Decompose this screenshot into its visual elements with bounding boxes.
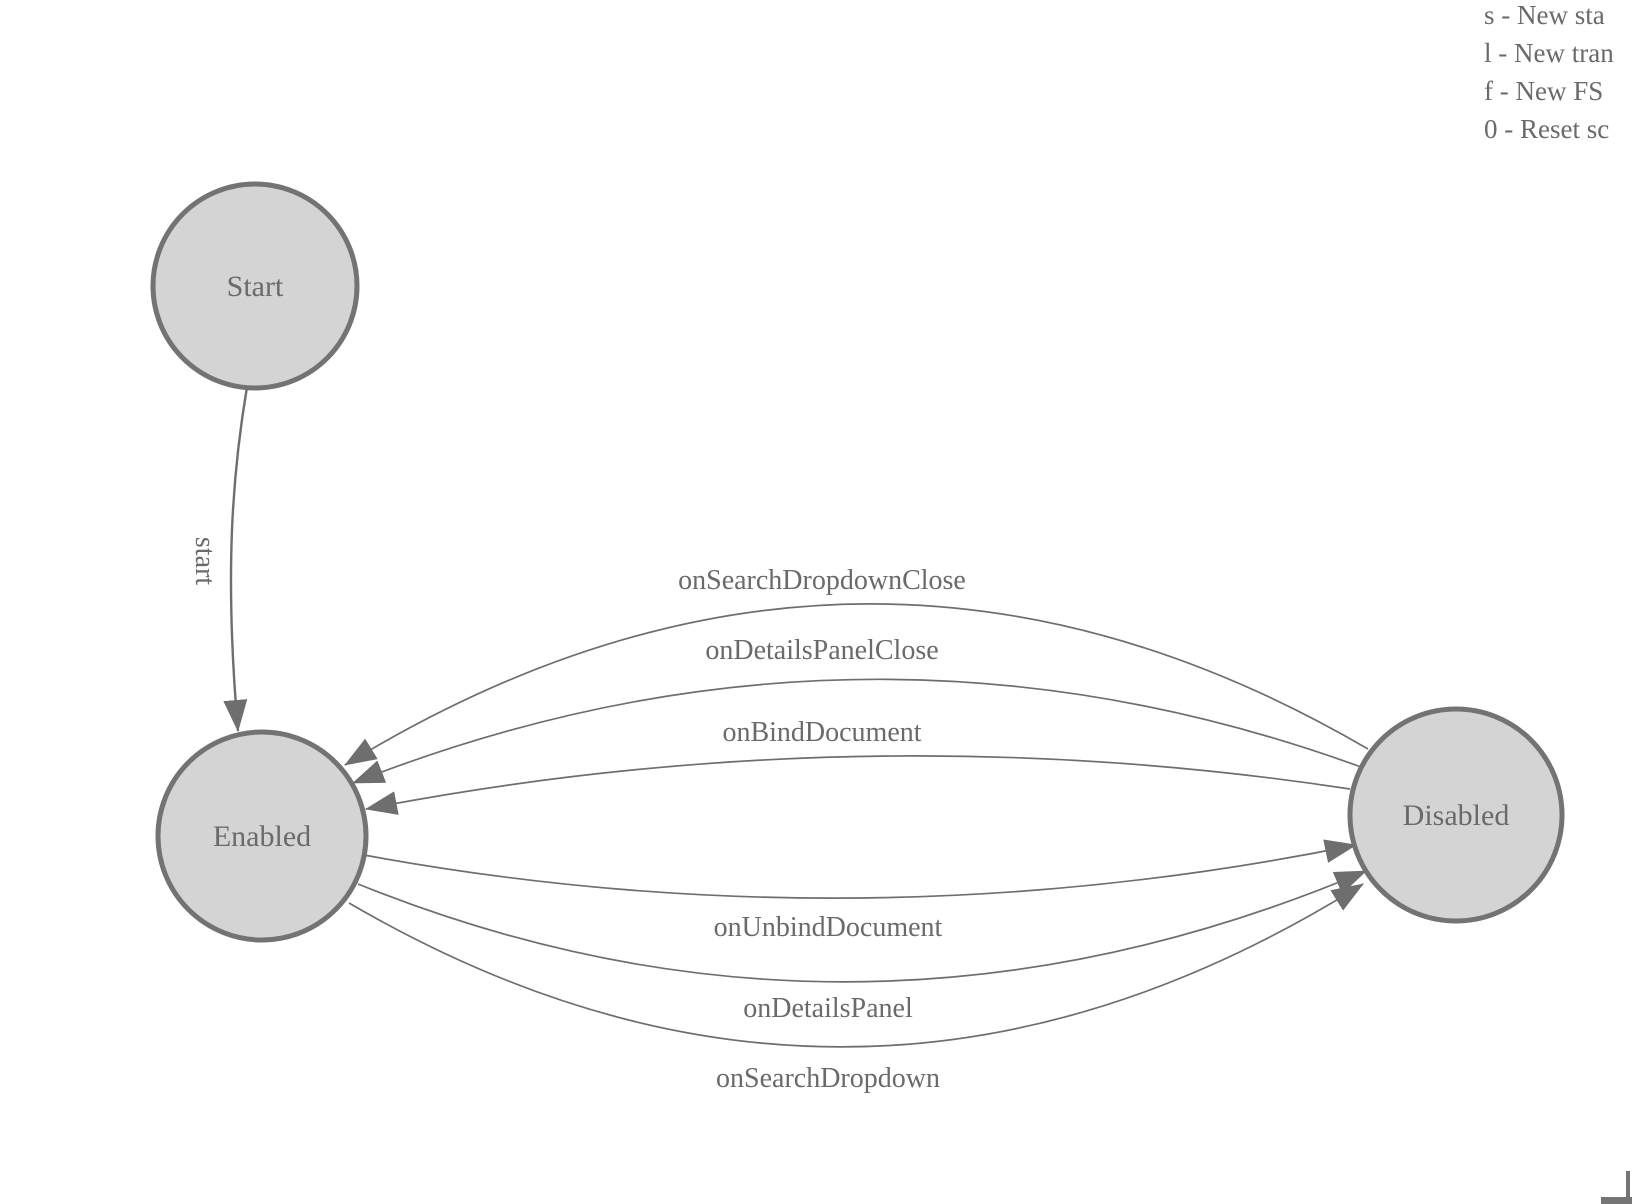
legend-line-new-transition: l - New tran (1484, 38, 1614, 68)
edge-label-start: start (189, 537, 220, 585)
edge-enabled-to-disabled-onunbinddocument[interactable] (363, 839, 1357, 899)
edge-label-onunbinddocument: onUnbindDocument (714, 912, 943, 943)
clipped-corner-shape (1601, 1171, 1632, 1204)
legend-line-new-fsm: f - New FS (1484, 76, 1604, 106)
state-node-enabled[interactable]: Enabled (155, 729, 369, 943)
edge-start-to-enabled[interactable] (223, 386, 249, 732)
edge-disabled-to-enabled-onsearchdropdownclose[interactable] (344, 603, 1369, 766)
state-label-disabled: Disabled (1403, 799, 1510, 832)
shortcut-legend: s - New sta l - New tran f - New FS 0 - … (1484, 0, 1614, 148)
state-node-disabled[interactable]: Disabled (1347, 706, 1565, 924)
edge-enabled-to-disabled-ondetailspanel[interactable] (357, 870, 1367, 983)
edge-label-onsearchdropdown: onSearchDropdown (716, 1063, 940, 1094)
state-node-start[interactable]: Start (150, 181, 360, 391)
edge-enabled-to-disabled-onsearchdropdown[interactable] (348, 883, 1364, 1048)
state-label-start: Start (227, 270, 284, 303)
edge-label-ondetailspanelclose: onDetailsPanelClose (705, 635, 938, 666)
edge-disabled-to-enabled-ondetailspanelclose[interactable] (352, 678, 1362, 784)
state-label-enabled: Enabled (213, 820, 311, 853)
edge-label-onbinddocument: onBindDocument (722, 717, 921, 748)
legend-line-reset: 0 - Reset sc (1484, 114, 1610, 144)
edge-disabled-to-enabled-onbinddocument[interactable] (365, 755, 1351, 815)
edge-label-onsearchdropdownclose: onSearchDropdownClose (678, 565, 966, 596)
edge-label-ondetailspanel: onDetailsPanel (743, 993, 913, 1024)
legend-line-new-state: s - New sta (1484, 0, 1605, 30)
